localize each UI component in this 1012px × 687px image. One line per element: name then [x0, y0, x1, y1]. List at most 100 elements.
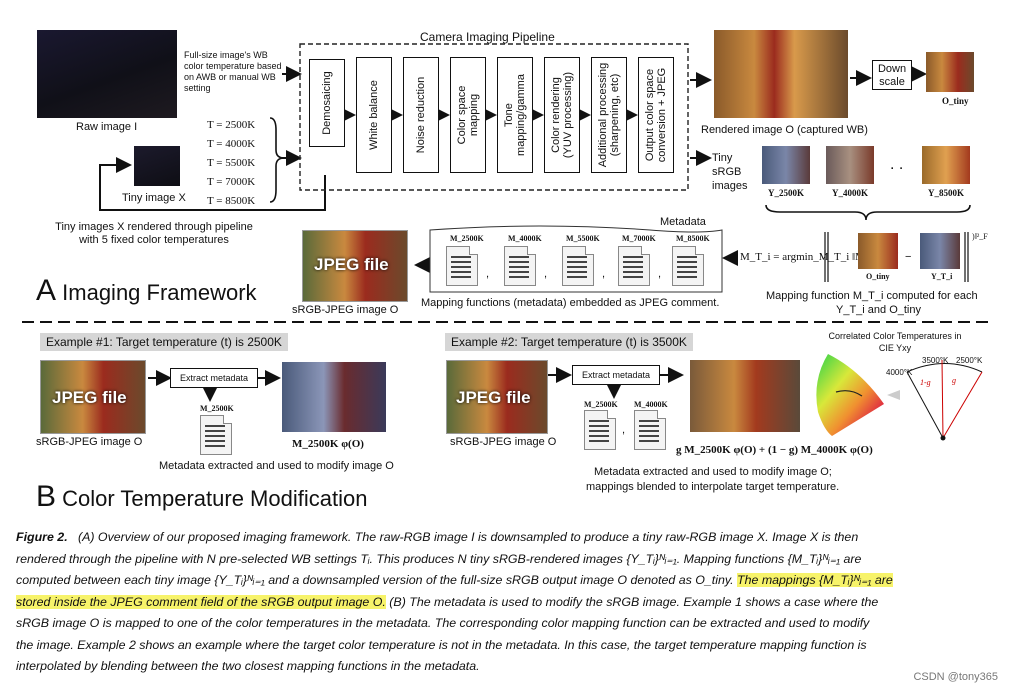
section-a-title: Imaging Framework: [62, 280, 257, 305]
caption-line-2: rendered through the pipeline with N pre…: [16, 551, 862, 566]
example2-note-2: mappings blended to interpolate target t…: [586, 481, 840, 493]
stage-additional-processing: Additional processing (sharpening, etc): [591, 57, 627, 173]
caption-line-1: Figure 2. (A) Overview of our proposed i…: [16, 530, 859, 544]
caption-line-4: stored inside the JPEG comment field of …: [16, 594, 879, 609]
cct-label-1-g: 1-g: [920, 378, 931, 387]
figure-panel: Raw image I Full-size image's WB color t…: [22, 30, 990, 512]
example2-doc-1: [634, 410, 666, 450]
example2-result-image: [690, 360, 800, 432]
stage-color-rendering: Color rendering (YUV processing): [544, 57, 580, 173]
pipeline-title: Camera Imaging Pipeline: [420, 30, 555, 44]
tiny-image-label: Tiny image X: [122, 192, 186, 204]
caption-line-7: interpolated by blending between the two…: [16, 659, 480, 673]
meta-m-8500: M_8500K: [676, 234, 710, 243]
example2-m-label-1: M_4000K: [634, 400, 668, 409]
section-a-heading: A Imaging Framework: [36, 276, 257, 306]
cie-chromaticity-diagram: [816, 354, 884, 436]
meta-m-5500: M_5500K: [566, 234, 600, 243]
example1-doc: [200, 415, 232, 455]
example2-extract-box: Extract metadata: [572, 365, 660, 385]
tiny-srgb-dots: . .: [890, 156, 904, 173]
wb-note: Full-size image's WB color temperature b…: [184, 50, 282, 93]
raw-image: [37, 30, 177, 118]
meta-m-7000: M_7000K: [622, 234, 656, 243]
example2-title: Example #2: Target temperature (t) is 35…: [445, 333, 693, 351]
temp-4: T = 8500K: [207, 195, 256, 207]
meta-comma-1: ,: [486, 268, 490, 280]
stage-tone-mapping: Tone mapping/gamma: [497, 57, 533, 173]
caption-line-5: sRGB image O is mapped to one of the col…: [16, 616, 870, 630]
meta-doc-2500: [446, 246, 478, 286]
meta-m-2500: M_2500K: [450, 234, 484, 243]
caption-line-6: the image. Example 2 shows an example wh…: [16, 637, 867, 652]
metadata-note: Mapping functions (metadata) embedded as…: [421, 297, 720, 309]
example2-jpeg-label: JPEG file: [456, 388, 531, 407]
y-label-4000: Y_4000K: [832, 188, 868, 198]
metadata-title: Metadata: [660, 216, 706, 228]
meta-comma-3: ,: [602, 268, 606, 280]
meta-comma-2: ,: [544, 268, 548, 280]
formula-o-label: O_tiny: [866, 272, 890, 281]
cct-label-4000: 4000°K: [886, 368, 913, 377]
temp-3: T = 7000K: [207, 176, 256, 188]
watermark: CSDN @tony365: [913, 671, 998, 683]
example2-note-1: Metadata extracted and used to modify im…: [594, 466, 832, 478]
formula-o-tiny-image: [858, 233, 898, 269]
section-b-letter: B: [36, 480, 57, 513]
jpeg-file-label: JPEG file: [314, 255, 389, 274]
tiny-srgb-2500: [762, 146, 810, 184]
formula-y-image: [920, 233, 960, 269]
y-label-2500: Y_2500K: [768, 188, 804, 198]
example1-title: Example #1: Target temperature (t) is 25…: [40, 333, 288, 351]
tiny-note: Tiny images X rendered through pipeline …: [55, 221, 253, 246]
example1-srgb-label: sRGB-JPEG image O: [36, 436, 143, 448]
down-scale-box: Down scale: [872, 60, 912, 90]
rendered-image: [714, 30, 848, 118]
example2-doc-0: [584, 410, 616, 450]
example1-result-label: M_2500K φ(O): [292, 438, 364, 450]
y-label-8500: Y_8500K: [928, 188, 964, 198]
cct-label-2500: 2500°K: [956, 356, 983, 365]
tiny-srgb-8500: [922, 146, 970, 184]
example2-result-label: g M_2500K φ(O) + (1 − g) M_4000K φ(O): [676, 444, 873, 456]
stage-white-balance: White balance: [356, 57, 392, 173]
formula-minus: −: [905, 251, 912, 263]
stage-color-space-mapping: Color space mapping: [450, 57, 486, 173]
caption-fig-label: Figure 2.: [16, 530, 68, 544]
o-tiny-label: O_tiny: [942, 96, 969, 106]
o-tiny-image: [926, 52, 974, 92]
formula-y-label: Y_T_i: [931, 272, 953, 281]
raw-image-label: Raw image I: [76, 121, 138, 133]
down-scale-label: Down scale: [877, 63, 907, 88]
example2-m-label-0: M_2500K: [584, 400, 618, 409]
example1-extract-label: Extract metadata: [179, 373, 249, 383]
figure-caption: Figure 2. (A) Overview of our proposed i…: [16, 527, 1000, 678]
example2-comma: ,: [622, 424, 626, 436]
srgb-jpeg-label: sRGB-JPEG image O: [292, 304, 399, 316]
tiny-image: [134, 146, 180, 186]
jpeg-file-image: [302, 230, 408, 302]
meta-doc-4000: [504, 246, 536, 286]
temp-1: T = 4000K: [207, 138, 256, 150]
tiny-srgb-label: Tiny sRGB images: [712, 152, 748, 192]
caption-highlight-2: stored inside the JPEG comment field of …: [16, 594, 386, 609]
meta-doc-5500: [562, 246, 594, 286]
section-b-title: Color Temperature Modification: [62, 486, 368, 511]
example1-result-image: [282, 362, 386, 432]
cct-label-3500: 3500°K: [922, 356, 949, 365]
stage-demosaicing: Demosaicing: [309, 59, 345, 147]
formula-end: )‖²_F: [972, 232, 988, 241]
cct-label-g: g: [952, 376, 956, 385]
example1-jpeg-label: JPEG file: [52, 388, 127, 407]
meta-doc-7000: [618, 246, 650, 286]
section-a-letter: A: [36, 274, 57, 307]
meta-m-4000: M_4000K: [508, 234, 542, 243]
cct-title: Correlated Color Temperatures in CIE Yxy: [828, 331, 962, 353]
mapping-note-1: Mapping function M_T_i computed for each: [766, 290, 978, 302]
example2-extract-label: Extract metadata: [581, 370, 651, 380]
example1-jpeg-image: [40, 360, 146, 434]
section-b-heading: B Color Temperature Modification: [36, 482, 368, 512]
meta-comma-4: ,: [658, 268, 662, 280]
example1-extract-box: Extract metadata: [170, 368, 258, 388]
caption-highlight-1: The mappings {M_Tᵢ}ᴺᵢ₌₁ are: [737, 573, 893, 587]
